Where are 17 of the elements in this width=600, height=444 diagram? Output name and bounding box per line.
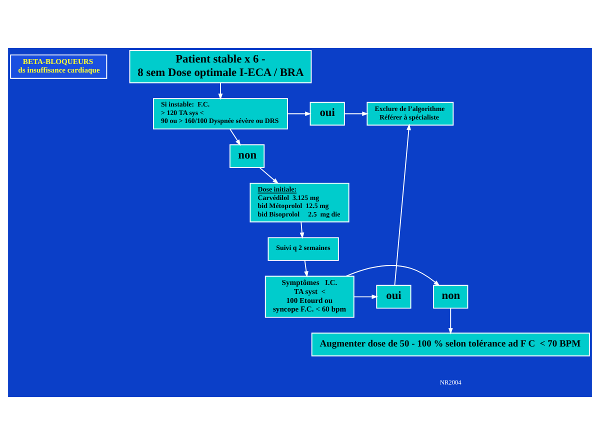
arrow (218, 82, 223, 100)
arrow (229, 128, 241, 146)
arrow (259, 166, 279, 184)
arrow (394, 123, 411, 286)
arrow (448, 307, 453, 334)
node-box: non (433, 284, 468, 308)
arrow (344, 111, 368, 116)
node-box: Patient stable x 6 - 8 sem Dose optimale I-ECA / BRA (129, 50, 312, 83)
arrow (304, 259, 308, 278)
arrow (300, 221, 304, 238)
node-box: Augmenter dose de 50 - 100 % selon tolérance ad F C < 70 BPM (311, 332, 590, 356)
node-box: non (230, 144, 265, 168)
arrow (354, 294, 378, 298)
node-box: oui (310, 101, 345, 126)
node-box: oui (376, 284, 412, 308)
arrow (346, 264, 440, 286)
arrow (287, 111, 312, 116)
